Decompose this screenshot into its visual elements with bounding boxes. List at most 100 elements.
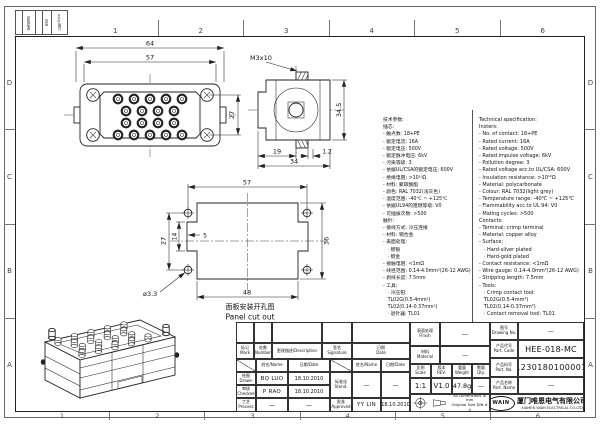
grid-column-label: 4	[328, 20, 415, 36]
part-name-label-en: Part. Name	[492, 384, 516, 390]
spec-column-chinese: 技术参数:插芯:- 触点数: 18+PE- 额定电流: 16A- 额定电压: 5…	[383, 117, 472, 319]
spec-line-zh: - 接触电阻: <1mΩ	[383, 262, 424, 268]
contact-grid	[112, 93, 188, 141]
qty-value-text: —	[478, 382, 484, 390]
spec-line-zh: - 触点数: 18+PE	[383, 132, 420, 138]
spec-line-zh: TL02G(0.5-4mm²)	[383, 298, 431, 304]
header-mark: 标记 Mark	[236, 343, 254, 359]
process-date: —	[288, 398, 330, 412]
cutout-dim-notch-height: 14	[172, 233, 179, 241]
spec-line-zh: - 额定脉冲电压: 6kV	[383, 154, 428, 160]
checked-date-value: 18.10.2010	[294, 388, 324, 395]
spec-line-en: Contacts:	[479, 217, 503, 224]
rev-label-zh: 版本	[437, 365, 446, 371]
subheader-date-2: 日期/Date	[381, 359, 410, 372]
spec-line-en: - Stripping length: 7.5mm	[479, 275, 544, 282]
cutout-dim-hole-pitch: 27	[160, 237, 168, 245]
corner-revision-strip: 更改描述 签名 日期/Date	[15, 10, 68, 35]
cutout-dim-hole-span: 57	[243, 179, 251, 187]
qty-value: —	[472, 378, 490, 394]
standard-label-zh: 标准化	[335, 379, 347, 385]
part-name-value: —	[518, 377, 584, 394]
drawing-no-label-en: Drawing No.	[491, 330, 517, 335]
material-value-text: —	[462, 351, 468, 359]
spec-line-zh: - 可插拔次数: >500	[383, 211, 427, 217]
drawing-no-value-text: —	[548, 327, 554, 335]
revision-cell	[272, 322, 322, 343]
grid-row-label: B	[585, 223, 596, 318]
spec-line-en: - Colour: RAL 7032(light grey)	[479, 189, 554, 196]
subheader-date: 日期/Date	[288, 359, 330, 372]
spec-line-en: - Rated current: 16A	[479, 138, 530, 145]
grid-row-label: C	[585, 129, 596, 223]
spec-line-en: · Hard-silver plated	[479, 246, 532, 253]
drawn-date: 18.10.2010	[288, 372, 330, 385]
qty-label-en: Qty.	[477, 370, 485, 375]
part-code-label-en: Part. Code	[493, 348, 515, 353]
spec-line-zh: - 额定电压: 500V	[383, 146, 422, 152]
front-dim-inner-width: 57	[146, 54, 154, 62]
rev-value-text: V1.0	[433, 382, 450, 390]
standard-name-value: —	[363, 381, 370, 389]
spec-line-zh: · 镀金	[383, 254, 401, 260]
checked-name-value: P RAO	[262, 388, 282, 395]
side-dim-left: 19	[273, 148, 281, 156]
spec-line-zh: - 污染等级: 3	[383, 161, 412, 167]
spec-line-zh: - 材料: 聚碳酸酯	[383, 182, 419, 188]
corner-strip-label: 日期/Date	[56, 14, 61, 31]
subheader-date-label: 日期/Date	[386, 362, 405, 368]
spec-line-en: - Tools:	[479, 282, 497, 289]
process-date-value: —	[306, 401, 312, 409]
spec-divider-line	[472, 110, 473, 322]
side-dim-step: 1.2	[322, 149, 332, 156]
corner-strip-label: 更改描述	[26, 15, 31, 30]
part-name-label: 产品名称 Part. Name	[490, 377, 518, 394]
drawn-name: BQ LUO	[256, 372, 288, 385]
subheader-name-label: 姓名/Name	[355, 362, 378, 368]
approved-date-value: 18.10.2010	[381, 402, 410, 408]
spec-line-en: - Rated voltage: 500V	[479, 145, 534, 152]
cutout-caption-zh: 面板安装开孔图	[226, 302, 275, 311]
spec-line-zh: - 材料: 铜合金	[383, 233, 414, 239]
grid-row-label: D	[587, 78, 594, 87]
spec-line-en: - Material: copper alloy	[479, 232, 537, 239]
spec-line-zh: 触针:	[383, 218, 395, 224]
spec-line-en: - Mating cycles: >500	[479, 210, 534, 217]
part-no-label-en: Part. No.	[495, 366, 513, 372]
process-label-zh: 工艺	[242, 399, 250, 405]
approved-label-en: Approved	[331, 404, 351, 409]
header-mark-zh: 标记	[241, 345, 249, 351]
checked-name: P RAO	[256, 385, 288, 398]
grid-column-label: 5	[394, 412, 490, 420]
rev-label: 版本 REV.	[431, 364, 452, 378]
spec-line-en: - Rated voltage acc.to UL/CSA: 600V	[479, 167, 571, 174]
spec-line-zh: · 冷压钳:	[383, 290, 407, 296]
spec-line-zh: · 退针器: TL01	[383, 312, 420, 318]
spec-line-zh: 插芯:	[383, 125, 395, 131]
part-code-label: 产品代号 Part. Code	[490, 340, 518, 358]
corner-strip-cell: 更改描述	[21, 11, 35, 34]
checked-label-zh: 审核	[242, 385, 250, 391]
drawn-label-en: Drawn	[239, 377, 253, 383]
spec-line-en: · Crimp contact tool:	[479, 289, 535, 296]
scale-label-en: Scale	[415, 370, 426, 375]
spec-line-en: - Rated impulse voltage: 6kV	[479, 153, 552, 160]
spec-line-zh: - 依据UL94的阻燃等级: V0	[383, 204, 442, 210]
wain-logo-text: WAIN	[492, 400, 510, 406]
grid-row-label: C	[4, 129, 15, 223]
header-description: 更改描述/Description	[272, 343, 322, 359]
approved-label-zh: 批准	[337, 399, 345, 405]
spec-line-en: · Hard-gold plated	[479, 253, 529, 260]
drawn-date-value: 18.10.2010	[294, 375, 324, 382]
material-value: —	[440, 346, 490, 364]
grid-row-label: A	[4, 317, 15, 412]
drawn-label: 绘图 Drawn	[236, 372, 256, 385]
side-dim-height: 34.5	[335, 103, 343, 117]
grid-column-label: 3	[243, 20, 329, 36]
company-cell: WAIN 厦门唯恩电气有限公司 XIAMEN WAIN ELECTRICAL C…	[490, 394, 584, 412]
isometric-view	[40, 319, 180, 399]
material-label-en: Material	[416, 354, 434, 359]
finish-label-en: Finish	[419, 333, 431, 338]
